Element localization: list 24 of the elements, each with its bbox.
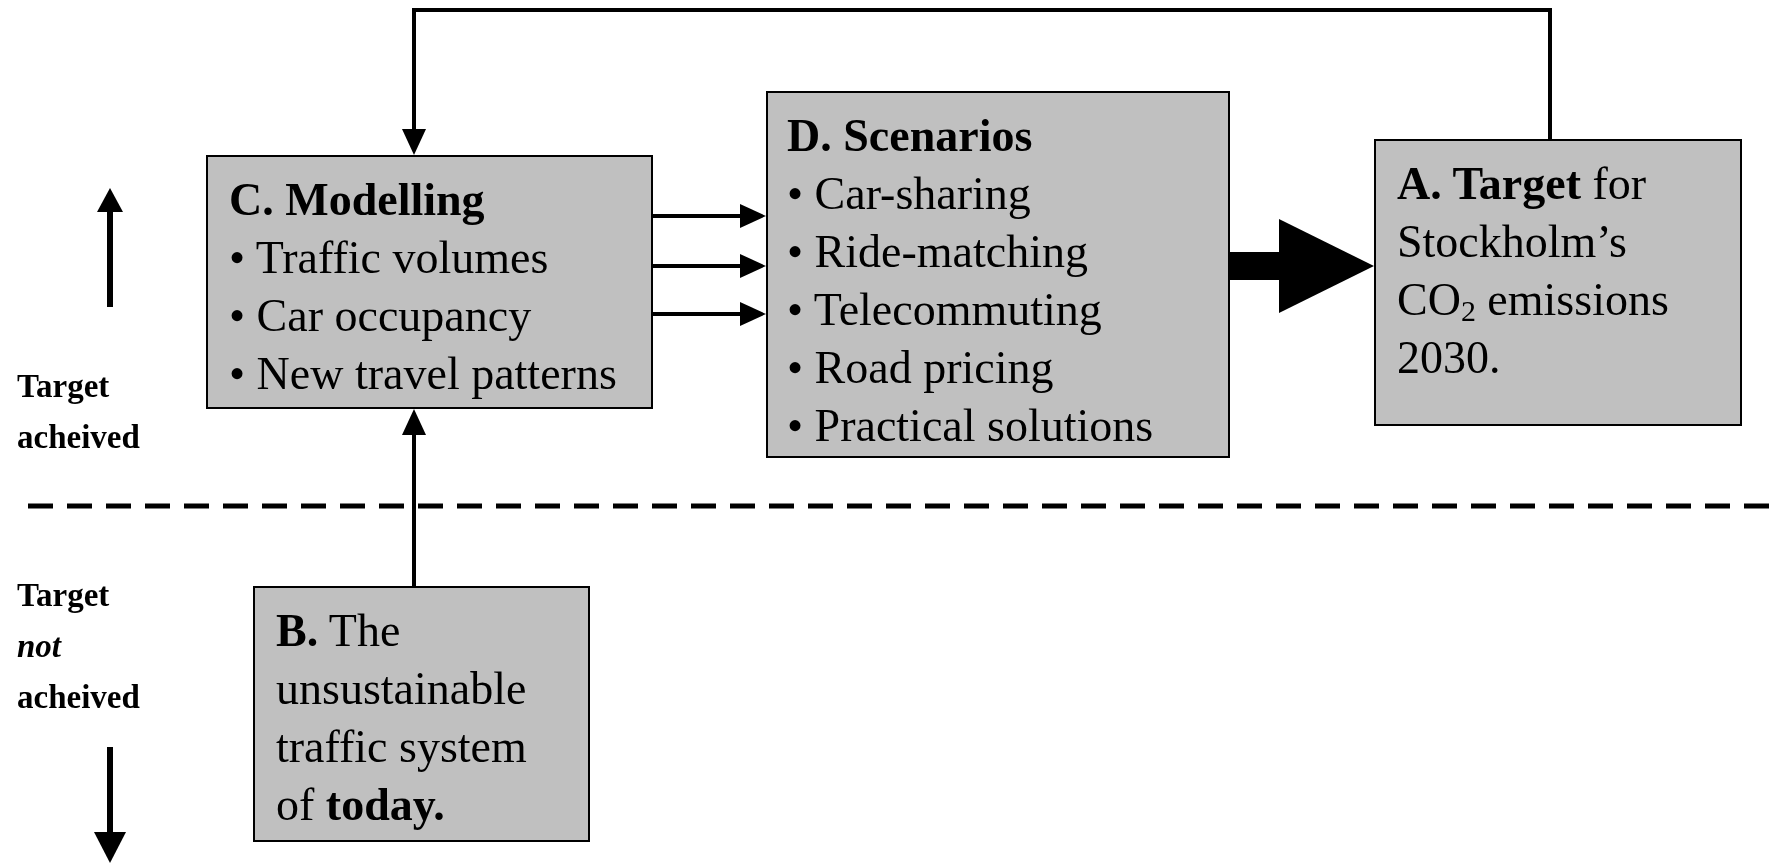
side-label: Target not acheived [17,576,141,717]
process-box [206,155,653,409]
list-item: • Ride-matching [787,225,1088,279]
list-item: • Car occupancy [229,289,532,343]
arrow [653,254,766,278]
process-box [253,586,590,842]
list-item: • Practical solutions [787,399,1154,453]
arrow [402,409,426,586]
list-item: • Traffic volumes [229,231,549,285]
box-heading: C. Modelling [229,173,485,227]
list-item: • Road pricing [787,341,1054,395]
side-label: Target acheived [17,367,141,457]
arrow [653,204,766,228]
box-text: A. Target for Stockholm’s CO$_{2}$ emissions 2030. [1397,157,1670,385]
process-box [1374,139,1742,426]
box-text: B. The unsustainable traffic system of today. [276,604,528,832]
box-heading: D. Scenarios [787,109,1033,163]
arrow [653,302,766,326]
list-item: • Car-sharing [787,167,1031,221]
list-item: • New travel patterns [229,347,617,401]
arrow [1230,219,1374,313]
arrow [402,8,1552,155]
process-box [766,91,1230,458]
list-item: • Telecommuting [787,283,1102,337]
